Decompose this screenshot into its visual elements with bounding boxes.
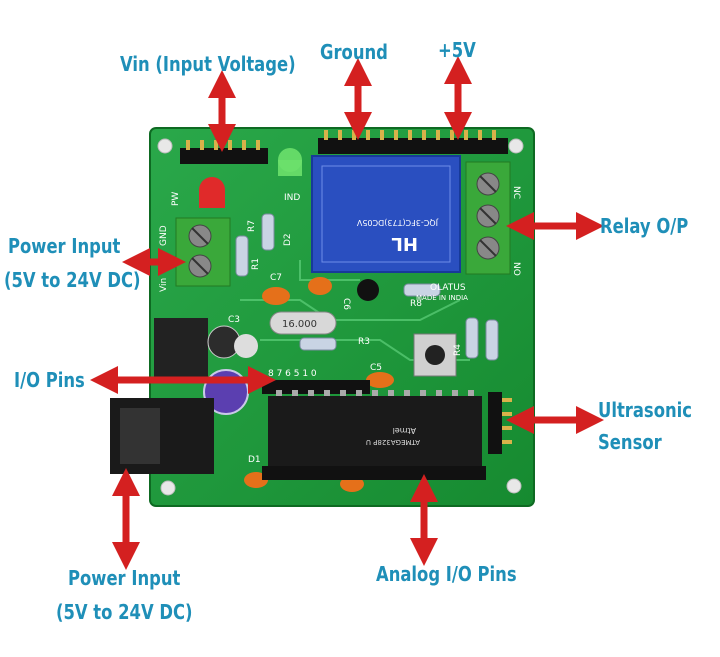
label-power-input-bottom-1: Power Input bbox=[68, 566, 181, 590]
transistor bbox=[357, 279, 379, 301]
silk-r7: R7 bbox=[247, 220, 257, 232]
label-ultrasonic-1: Ultrasonic bbox=[598, 398, 692, 422]
relay-brand: HL bbox=[391, 233, 418, 254]
silk-d1: D1 bbox=[248, 455, 261, 465]
label-io-pins: I/O Pins bbox=[14, 368, 85, 392]
header-ultrasonic bbox=[488, 392, 502, 454]
resistors bbox=[235, 213, 499, 361]
silk-r8: R8 bbox=[410, 299, 422, 309]
relay bbox=[311, 155, 461, 273]
silk-c3: C3 bbox=[228, 315, 240, 325]
relay-spec: JQC-3FC(T73)DC05V bbox=[356, 218, 439, 227]
label-ground: Ground bbox=[320, 40, 388, 64]
header-gnd-5v bbox=[318, 138, 508, 154]
mounting-hole bbox=[508, 138, 524, 154]
silk-made-in: MADE IN INDIA bbox=[416, 294, 468, 302]
mounting-hole bbox=[157, 138, 173, 154]
label-5v: +5V bbox=[438, 38, 476, 62]
silk-gnd: GND bbox=[159, 225, 169, 246]
label-relay-op: Relay O/P bbox=[600, 214, 689, 238]
header-vin bbox=[180, 148, 268, 164]
silk-c7: C7 bbox=[270, 273, 282, 283]
silk-pw: PW bbox=[171, 192, 181, 206]
label-analog-io: Analog I/O Pins bbox=[376, 562, 517, 586]
silk-r1: R1 bbox=[251, 258, 261, 270]
voltage-regulator bbox=[154, 318, 208, 382]
silk-olatus: OLATUS bbox=[430, 283, 466, 293]
chip-socket-lower bbox=[262, 466, 486, 480]
label-power-input-left-1: Power Input bbox=[8, 234, 121, 258]
crystal bbox=[269, 311, 337, 335]
silk-vin: Vin bbox=[159, 278, 169, 292]
chip-model: ATMEGA328P U bbox=[366, 438, 420, 446]
label-power-input-left-2: (5V to 24V DC) bbox=[4, 268, 141, 292]
mounting-hole bbox=[506, 478, 522, 494]
silk-r4: R4 bbox=[453, 344, 463, 356]
silk-r3: R3 bbox=[358, 337, 370, 347]
mounting-hole bbox=[160, 480, 176, 496]
silk-no: NO bbox=[511, 262, 521, 276]
crystal-text: 16.000 bbox=[282, 319, 317, 330]
chip-brand: Atmel bbox=[393, 426, 416, 435]
label-vin: Vin (Input Voltage) bbox=[120, 52, 296, 76]
silk-ind: IND bbox=[284, 193, 300, 203]
microcontroller bbox=[268, 396, 482, 466]
label-ultrasonic-2: Sensor bbox=[598, 430, 662, 454]
silk-d2: D2 bbox=[283, 233, 293, 246]
silk-c6: C6 bbox=[341, 298, 351, 310]
silk-pins-row: 8 7 6 5 1 0 bbox=[268, 369, 317, 379]
silk-nc: NC bbox=[511, 186, 521, 199]
silk-c5: C5 bbox=[370, 363, 382, 373]
pcb-trace bbox=[299, 260, 360, 281]
label-power-input-bottom-2: (5V to 24V DC) bbox=[56, 600, 193, 624]
